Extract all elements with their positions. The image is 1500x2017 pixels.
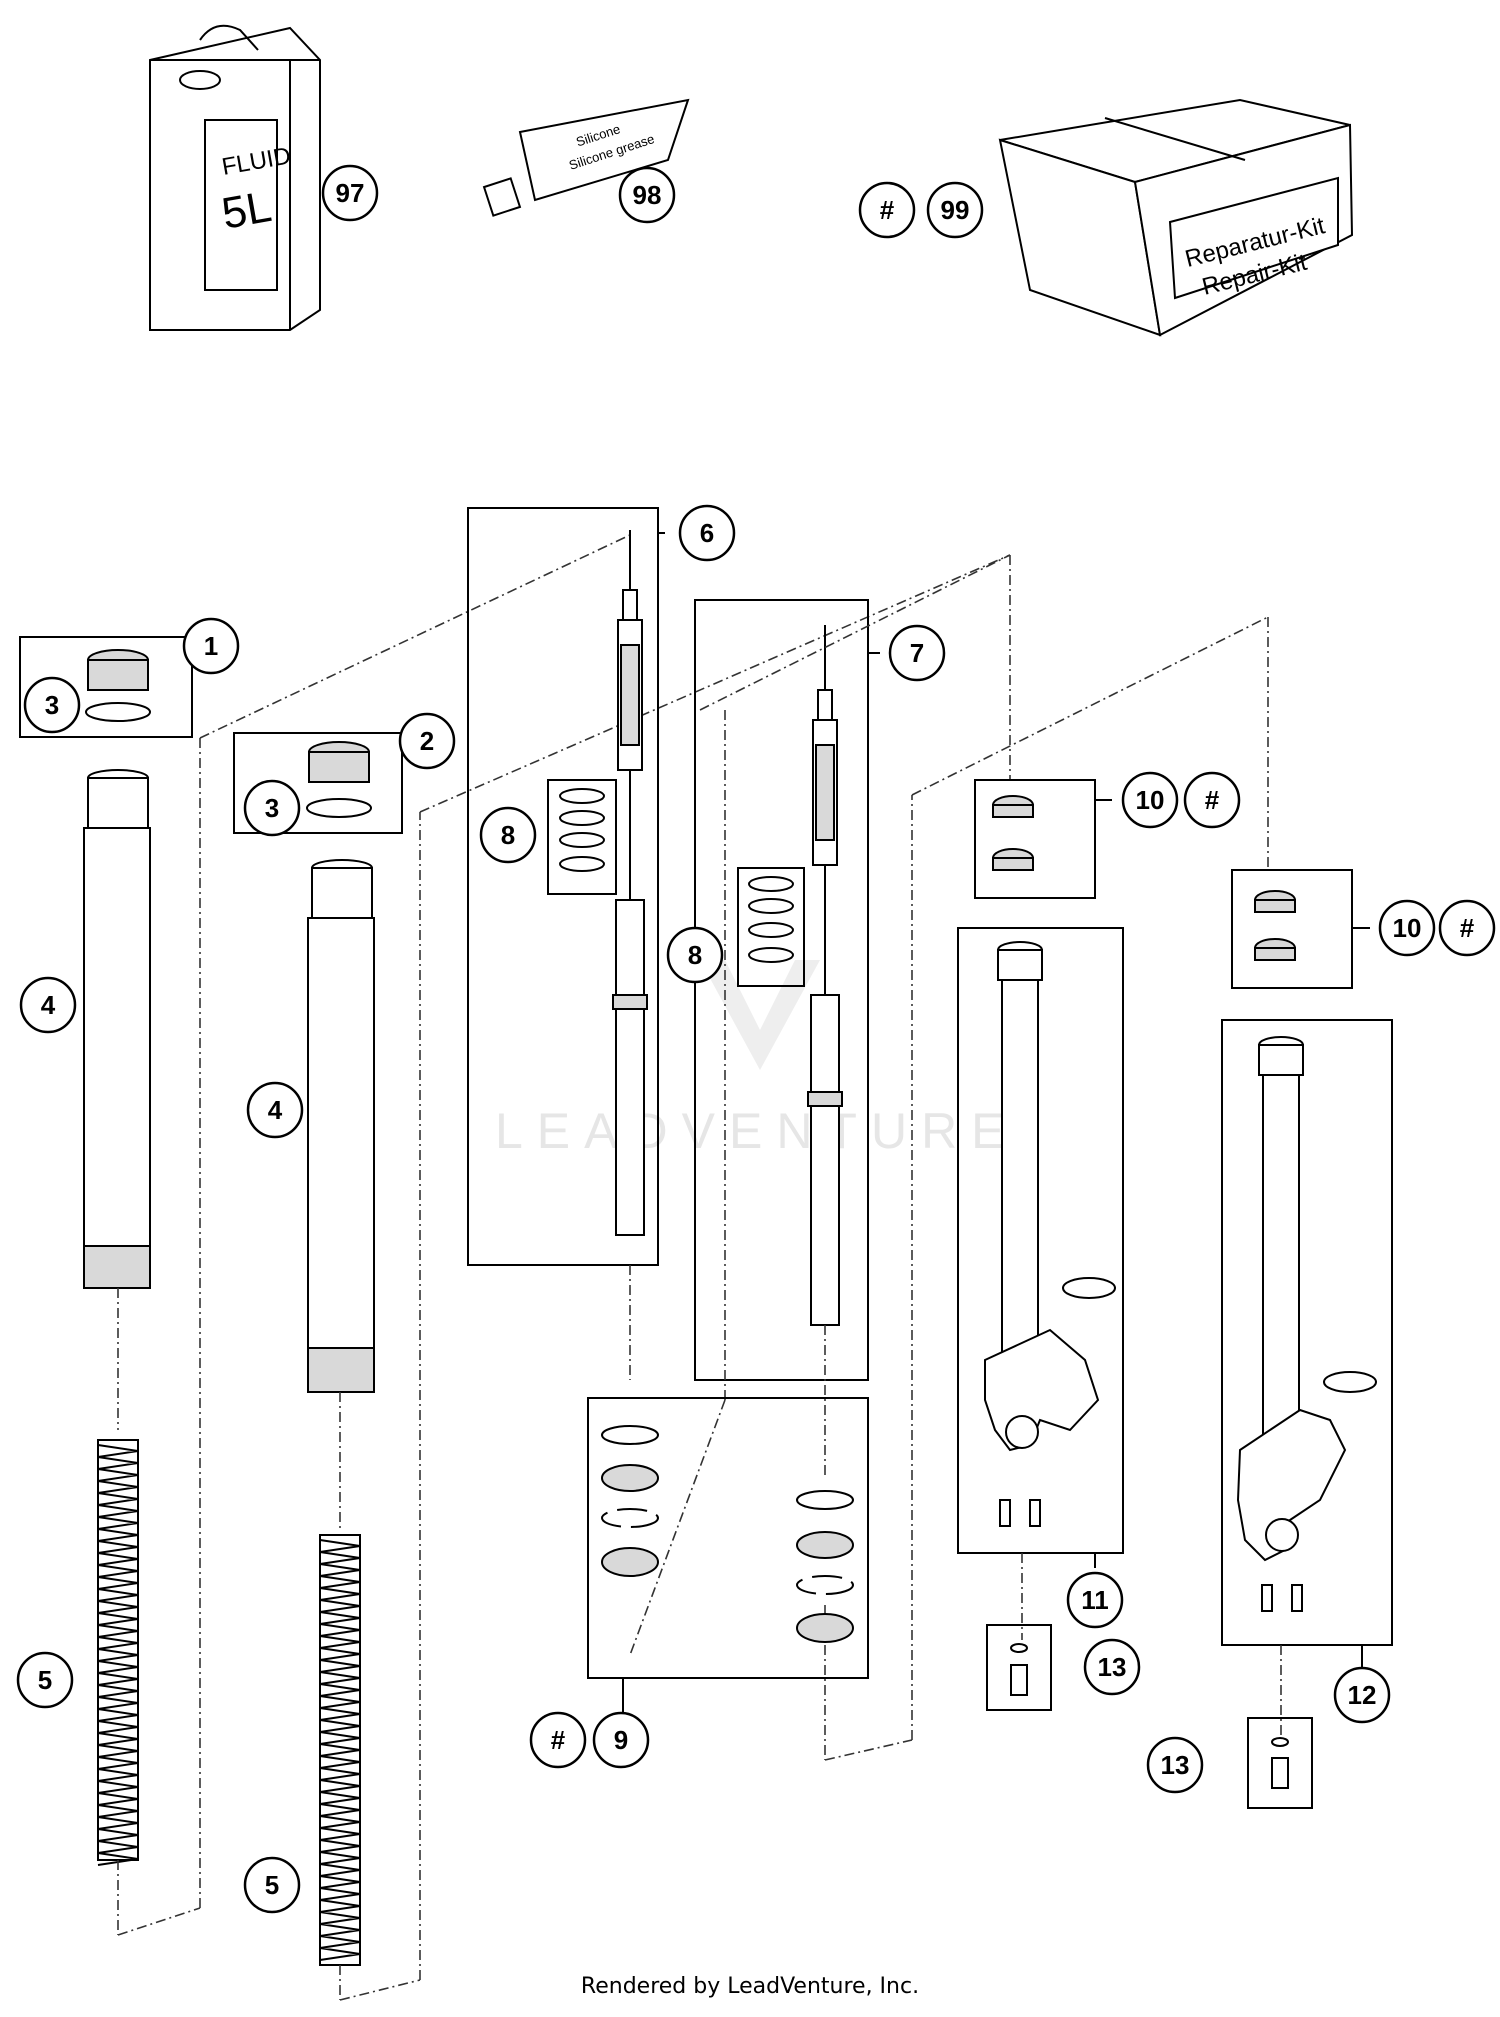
callout-3b: 3 [243, 779, 301, 837]
callout-10a: 10 [1121, 771, 1179, 829]
callout-98-label: 98 [633, 180, 662, 210]
callout-12-label: 12 [1348, 1680, 1377, 1710]
callout-4b: 4 [246, 1081, 304, 1139]
callout-12: 12 [1333, 1666, 1391, 1724]
callout-9-label: 9 [614, 1725, 628, 1755]
callout-10b-hash-label: # [1460, 913, 1475, 943]
callout-4a: 4 [19, 976, 77, 1034]
piston-rings-2 [748, 876, 794, 963]
callout-6-label: 6 [700, 518, 714, 548]
piston-rings-1 [559, 788, 605, 872]
callout-13b-label: 13 [1161, 1750, 1190, 1780]
bushings-2 [1254, 890, 1296, 961]
callout-3a: 3 [23, 676, 81, 734]
callout-5b: 5 [243, 1856, 301, 1914]
callout-6: 6 [678, 504, 736, 562]
grease-tube: Silicone Silicone grease [482, 98, 690, 217]
callout-3b-label: 3 [265, 793, 279, 823]
bushings-1 [992, 795, 1034, 871]
watermark-text: LEADVENTURE [495, 1103, 1019, 1159]
callout-99-hash: # [858, 181, 916, 239]
callout-box-8b [737, 867, 805, 987]
seal-kit [601, 1425, 854, 1643]
callout-97: 97 [321, 164, 379, 222]
callout-10a-hash: # [1183, 771, 1241, 829]
callout-box-11 [957, 927, 1124, 1554]
lower-leg-1 [984, 941, 1116, 1527]
callout-11-label: 11 [1081, 1585, 1109, 1615]
spring-2 [319, 1534, 361, 1966]
callout-10b-hash: # [1438, 899, 1496, 957]
fork-cap-2 [306, 741, 372, 818]
callout-1: 1 [182, 617, 240, 675]
callout-98: 98 [618, 166, 676, 224]
callout-99: 99 [926, 181, 984, 239]
callout-97-label: 97 [336, 178, 365, 208]
callout-1-label: 1 [204, 631, 218, 661]
callout-99-label: 99 [941, 195, 970, 225]
fork-cap-1 [85, 649, 151, 722]
callout-3a-label: 3 [45, 690, 59, 720]
callout-box-2 [233, 732, 403, 834]
callout-2-label: 2 [420, 726, 434, 756]
callout-box-6 [467, 507, 659, 1266]
outer-tube-1 [83, 769, 151, 1289]
callout-10b: 10 [1378, 899, 1436, 957]
damper-cartridge-1 [612, 530, 648, 1236]
callout-5a: 5 [16, 1651, 74, 1709]
callout-5a-label: 5 [38, 1665, 52, 1695]
repair-kit-box: Reparatur-Kit Repair-Kit [998, 98, 1354, 337]
callout-5b-label: 5 [265, 1870, 279, 1900]
callout-9-hash: # [529, 1711, 587, 1769]
callout-8a: 8 [479, 806, 537, 864]
callout-9: 9 [592, 1711, 650, 1769]
callout-11: 11 [1066, 1571, 1124, 1629]
callout-7: 7 [888, 624, 946, 682]
callout-4a-label: 4 [41, 990, 56, 1020]
callout-2: 2 [398, 712, 456, 770]
callout-9-hash-label: # [551, 1725, 566, 1755]
callout-box-10a [974, 779, 1096, 899]
callout-13a-label: 13 [1098, 1652, 1127, 1682]
axle-bolt-2 [1271, 1737, 1289, 1789]
axle-bolt-1 [1010, 1643, 1028, 1696]
fluid-can: FLUID 5L [149, 24, 321, 331]
callout-7-label: 7 [910, 638, 924, 668]
callout-box-8a [547, 779, 617, 895]
spring-1 [97, 1439, 139, 1866]
callout-10a-label: 10 [1136, 785, 1165, 815]
callout-box-13b [1247, 1717, 1313, 1809]
callout-8b-label: 8 [688, 940, 702, 970]
lower-leg-2 [1236, 1036, 1377, 1612]
callout-8b: 8 [666, 926, 724, 984]
callout-4b-label: 4 [268, 1095, 283, 1125]
callout-10b-label: 10 [1393, 913, 1422, 943]
outer-tube-2 [307, 859, 375, 1393]
callout-box-7 [694, 599, 869, 1381]
callout-box-10b [1231, 869, 1353, 989]
callout-box-1 [19, 636, 193, 738]
callout-box-12 [1221, 1019, 1393, 1646]
damper-cartridge-2 [807, 625, 843, 1326]
callout-13a: 13 [1083, 1638, 1141, 1696]
callout-box-13a [986, 1624, 1052, 1711]
callout-99-hash-label: # [880, 195, 895, 225]
watermark: LEADVENTURE [495, 960, 1019, 1159]
callout-10a-hash-label: # [1205, 785, 1220, 815]
fluid-can-volume: 5L [218, 182, 275, 239]
callout-8a-label: 8 [501, 820, 515, 850]
callout-13b: 13 [1146, 1736, 1204, 1794]
callout-box-9 [587, 1397, 869, 1679]
footer-credit: Rendered by LeadVenture, Inc. [580, 1974, 920, 1999]
